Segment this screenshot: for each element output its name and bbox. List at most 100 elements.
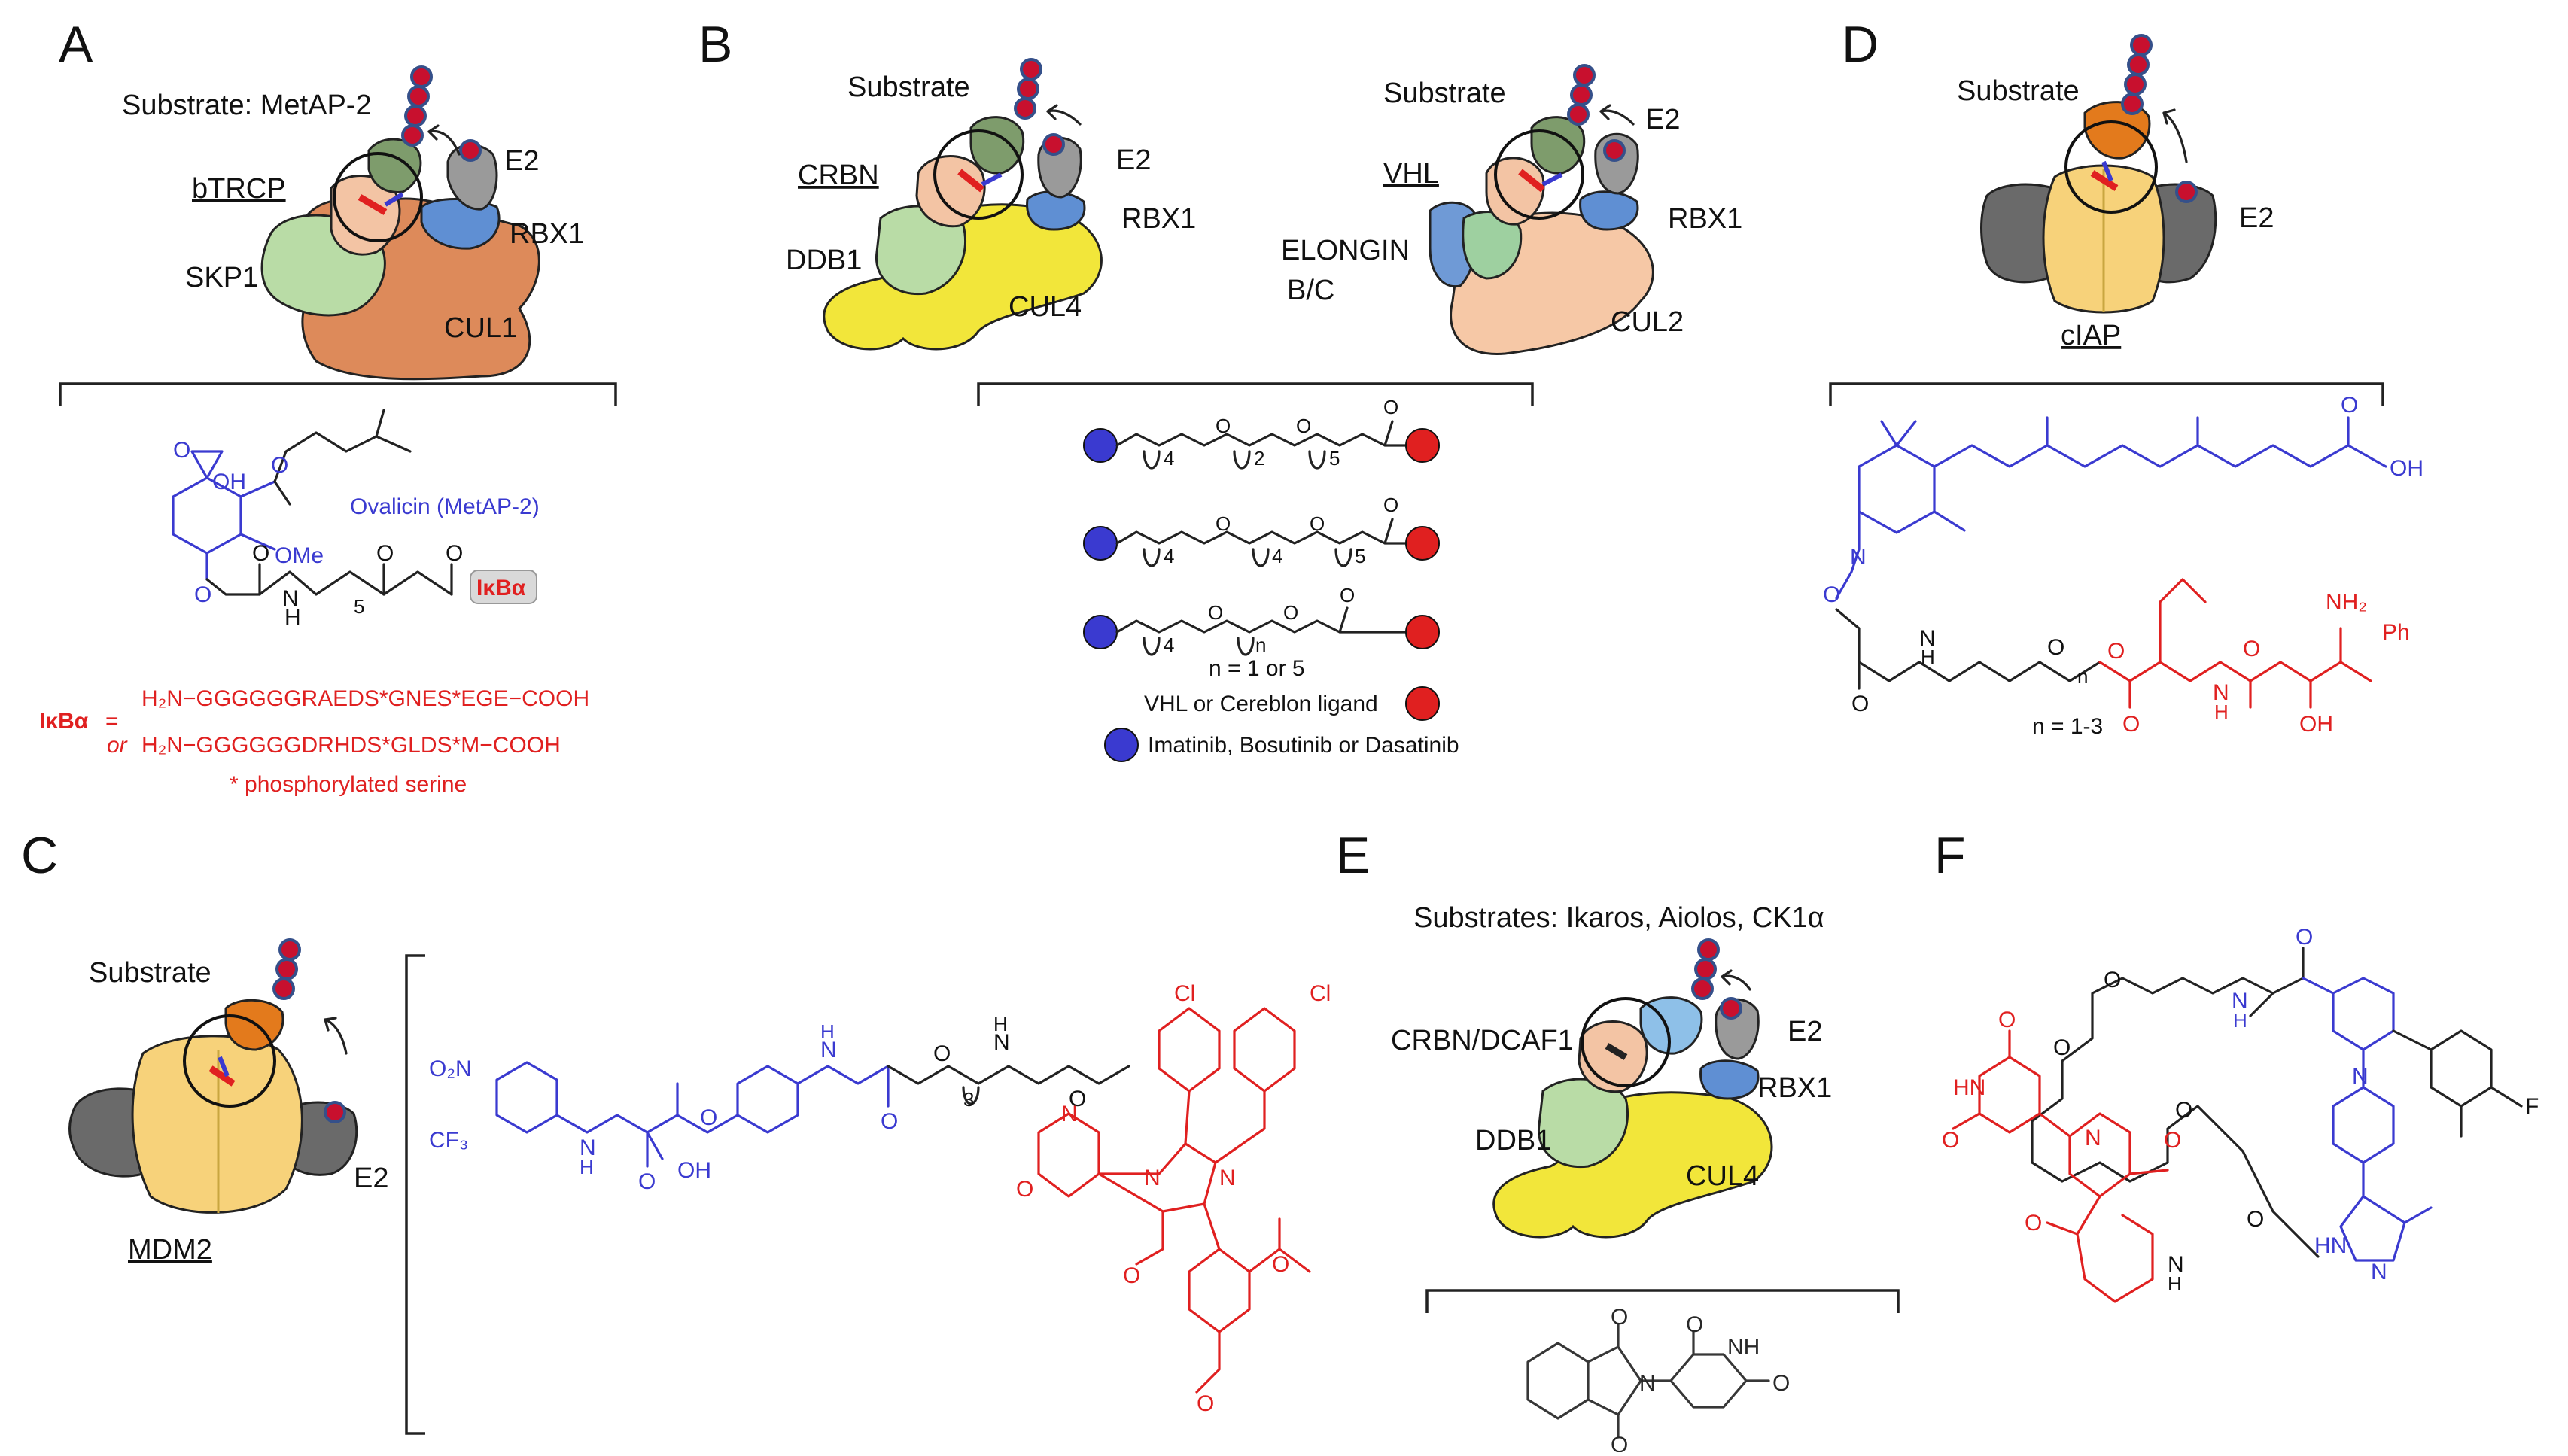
linker2-o3: O [1383, 494, 1398, 516]
phthalimide-o-2: O [2025, 1211, 2042, 1236]
piperazine-n-top: N [1061, 1102, 1078, 1126]
peptide-n: N [2213, 680, 2229, 705]
f-amide-o: O [2296, 925, 2313, 950]
imidazoline-n1: N [1144, 1166, 1161, 1190]
ovalicin-oh: OH [212, 470, 246, 494]
ovalicin-label: Ovalicin (MetAP-2) [350, 494, 540, 519]
linker2-sub-a: 4 [1164, 545, 1174, 567]
e-crbn-shape [1578, 1020, 1648, 1093]
mdm2-e2-label: E2 [354, 1163, 388, 1194]
chloro-1: Cl [1174, 981, 1195, 1006]
thal-o-3: O [1686, 1312, 1703, 1337]
aniline-n: N [2168, 1252, 2184, 1277]
peg-o-3: O [2175, 1098, 2192, 1123]
mdm2-label: MDM2 [128, 1234, 212, 1266]
e-cul4-label: CUL4 [1686, 1160, 1759, 1192]
phosphoserine-footnote: * phosphorylated serine [230, 772, 467, 797]
legend-red-text: VHL or Cereblon ligand [1144, 692, 1378, 716]
linker2-sub-b: 4 [1272, 545, 1282, 567]
linker3-o2: O [1283, 601, 1298, 624]
protac-linkers: 4 2 5 O O O 4 4 5 O O O 4 n O O [1083, 396, 1440, 656]
mdm2-peg-h: H [993, 1013, 1008, 1035]
e2-label: E2 [504, 145, 539, 177]
mdm2-amide2-n: N [820, 1038, 837, 1062]
thal-n: N [1639, 1371, 1656, 1396]
carbonyl-oxygen-1: O [252, 541, 269, 566]
substrate-shape [367, 138, 422, 193]
panel-b-letter: B [698, 16, 732, 73]
nitro-group: O₂N [429, 1056, 472, 1081]
linker1-o2: O [1296, 415, 1311, 437]
linker-n-note: n = 1 or 5 [1209, 656, 1305, 681]
linker2-sub-c: 5 [1355, 545, 1365, 567]
panel-f: F O O O O N H O N HN N F O HN [1934, 827, 2539, 1303]
cul2-label: CUL2 [1611, 306, 1684, 338]
crbn-dcaf1-label: CRBN/DCAF1 [1391, 1025, 1574, 1056]
mdm2-substrate-label: Substrate [89, 957, 211, 989]
urea-o: O [1123, 1263, 1140, 1288]
retinoid-carbonyl-o: O [2341, 393, 2358, 418]
panel-b: B Substrate CRBN E2 RBX1 DDB1 CUL4 [698, 16, 1742, 762]
thal-o-1: O [1611, 1305, 1628, 1330]
red-sphere-2 [1405, 526, 1440, 561]
rbx1-shape [420, 198, 501, 250]
crbn-dcaf1-complex [1492, 938, 1773, 1239]
imidazole-hn: HN [2314, 1233, 2347, 1258]
panel-a: A Substrate: MetAP-2 bTRCP E2 [39, 16, 617, 797]
panel-c-bracket [405, 954, 425, 1435]
cf3-group: CF₃ [429, 1128, 468, 1153]
ciap-amide-o: O [1851, 692, 1869, 716]
glutarimide-o-2: O [1942, 1128, 1959, 1153]
vhl-e2-label: E2 [1645, 104, 1680, 135]
epoxide-oxygen: O [173, 438, 190, 463]
carbonyl-oxygen-2: O [376, 541, 394, 566]
mdm2-protac-structure: O₂N CF₃ N H O OH O N H O 3 O N H O [429, 981, 1331, 1416]
mdm2-oh: OH [677, 1158, 711, 1183]
ikba-tag: IκBα [476, 576, 526, 600]
mdm2-complex [68, 938, 358, 1214]
linker1-sub-b: 2 [1254, 447, 1264, 470]
ciap-ether-o: O [2047, 635, 2064, 660]
substrate-right-shape [1530, 116, 1586, 175]
panel-e-letter: E [1336, 827, 1370, 884]
amide-h: H [284, 605, 301, 630]
ciap-amide-h: H [1921, 646, 1935, 668]
legend-blue-sphere [1104, 728, 1139, 762]
legend-blue-text: Imatinib, Bosutinib or Dasatinib [1148, 733, 1459, 758]
oxime-n: N [1850, 545, 1867, 570]
methoxy-o: O [1197, 1391, 1214, 1416]
linker2-o1: O [1216, 512, 1231, 535]
mdm2-peg-subscript: 3 [963, 1088, 974, 1111]
crbn-substrate-label: Substrate [847, 71, 970, 103]
linker-subscript-5: 5 [354, 595, 364, 618]
f-amide-h: H [2233, 1009, 2247, 1032]
peptide-o-2: O [2243, 637, 2260, 661]
cul4-label: CUL4 [1009, 291, 1082, 323]
crbn-ternary-circle [933, 129, 1024, 220]
linker2-o2: O [1310, 512, 1325, 535]
linker1-sub-c: 5 [1329, 447, 1340, 470]
ikba-definition-label: IκBα [39, 709, 89, 734]
ring-oxygen: O [271, 453, 288, 478]
linker3-sub-a: 4 [1164, 634, 1174, 656]
ciap-subscript-n: n [2077, 665, 2088, 688]
mdm2-ternary-circle [183, 1014, 276, 1108]
mdm2-amide2-o: O [881, 1109, 898, 1134]
e-ternary-circle [1581, 997, 1671, 1087]
ciap-substrate-label: Substrate [1957, 75, 2080, 107]
crbn-label: CRBN [798, 160, 879, 191]
ciap-n-note: n = 1-3 [2032, 714, 2103, 739]
transfer-arrow [427, 129, 461, 156]
isopropoxy-o: O [1272, 1252, 1289, 1277]
blue-sphere-3 [1083, 615, 1118, 649]
ciap-amide-n: N [1919, 626, 1936, 651]
fluoro: F [2525, 1094, 2539, 1119]
btrcp-label: bTRCP [192, 173, 286, 205]
phthalimide-o-1: O [2164, 1128, 2181, 1153]
piperazinone-o: O [1016, 1177, 1033, 1202]
carbonyl-oxygen-3: O [446, 541, 463, 566]
retinoid-acid-oh: OH [2390, 456, 2423, 481]
panel-a-bracket [59, 382, 617, 406]
ligand-red-mark [358, 194, 388, 215]
